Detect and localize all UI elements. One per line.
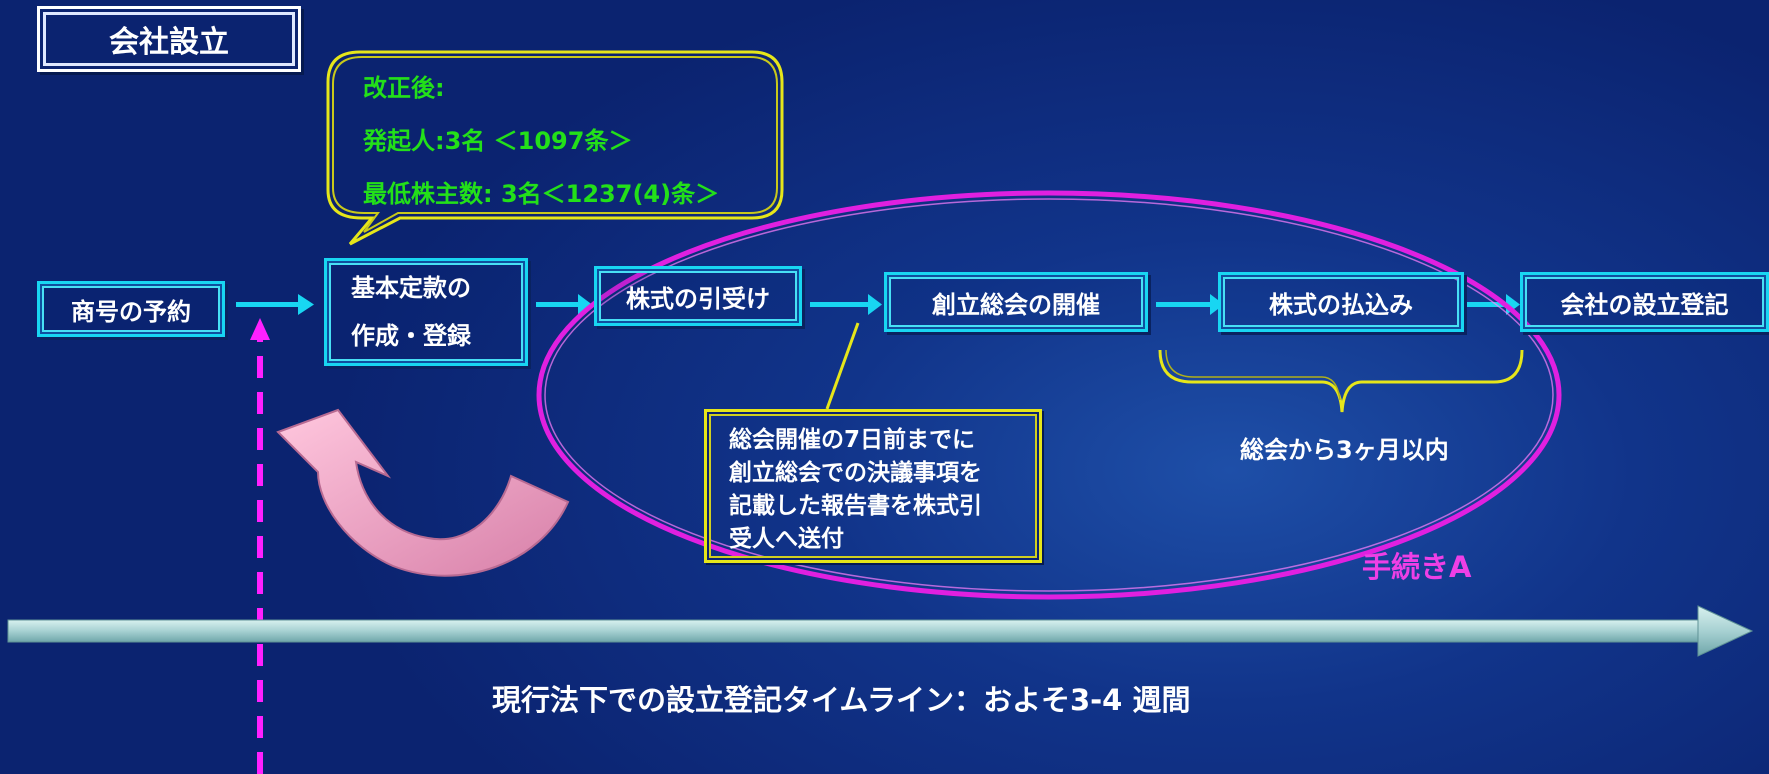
arrow-hikiuke-to-sokai <box>810 294 882 315</box>
timeline-caption: 現行法下での設立登記タイムライン：およそ3-4 週間 <box>492 683 1191 717</box>
timeline-arrow <box>7 605 1754 657</box>
step-teikan: 基本定款の 作成・登録 <box>324 258 528 366</box>
note-line: 受人へ送付 <box>729 526 844 552</box>
procedure-ellipse <box>536 190 1562 600</box>
arrow-shogo-to-teikan <box>236 294 314 315</box>
curved-arrow-icon <box>276 408 570 577</box>
note-line: 記載した報告書を株式引 <box>729 493 982 519</box>
procedure-label: 手続きA <box>1362 550 1472 584</box>
step-teikan-line: 作成・登録 <box>351 322 471 350</box>
brace <box>1158 349 1524 413</box>
callout-line: 発起人:3名 ＜1097条＞ <box>363 127 633 155</box>
note-line: 創立総会での決議事項を <box>729 460 982 486</box>
note-pointer <box>825 322 860 410</box>
page-title: 会社設立 <box>37 6 301 72</box>
step-haraikomi: 株式の払込み <box>1218 272 1464 332</box>
callout-text: 改正後: 発起人:3名 ＜1097条＞ 最低株主数: 3名＜1237(4)条＞ <box>363 62 719 221</box>
arrow-teikan-to-hikiuke <box>536 294 592 315</box>
step-teikan-line: 基本定款の <box>351 274 471 302</box>
step-hikiuke: 株式の引受け <box>594 266 802 326</box>
brace-label: 総会から3ヶ月以内 <box>1240 436 1449 464</box>
step-sokai: 創立総会の開催 <box>884 272 1148 332</box>
step-shogo: 商号の予約 <box>37 281 225 337</box>
callout-line: 最低株主数: 3名＜1237(4)条＞ <box>363 180 720 208</box>
step-toki: 会社の設立登記 <box>1520 272 1769 332</box>
arrow-sokai-to-haraikomi <box>1156 294 1224 315</box>
note-line: 総会開催の7日前までに <box>729 427 976 453</box>
callout-line: 改正後: <box>363 74 445 102</box>
dashed-marker-arrow <box>250 318 270 774</box>
note-box: 総会開催の7日前までに 創立総会での決議事項を 記載した報告書を株式引 受人へ送… <box>704 409 1042 563</box>
callout-bubble <box>326 50 784 246</box>
